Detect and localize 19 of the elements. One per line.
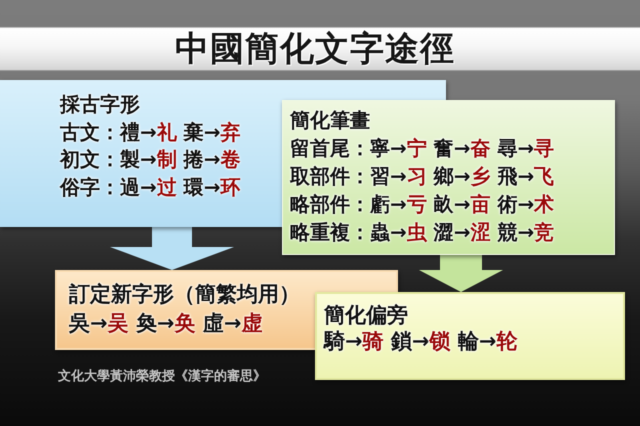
source-note: 文化大學黃沛榮教授《漢字的審思》 [58,369,266,385]
example-line: 騎→骑 鎖→锁 輪→轮 [324,328,518,354]
example-line: 略重複：蟲→虫 澀→涩 競→竞 [290,219,554,246]
example-line: 吳→吴 奐→奂 虛→虚 [69,310,262,337]
arrow [419,255,503,292]
box-heading: 採古字形 [60,91,140,118]
info-box [282,100,615,255]
example-line: 取部件：習→习 鄉→乡 飛→飞 [290,163,554,190]
title: 中國簡化文字途徑 [175,28,455,71]
example-line: 古文：禮→礼 棄→弃 [60,118,240,146]
box-heading: 訂定新字形（簡繁均用） [69,281,300,308]
example-line: 略部件：虧→亏 畝→亩 術→术 [290,191,554,218]
box-heading: 簡化筆畫 [290,107,370,134]
arrow [110,227,234,270]
example-line: 初文：製→制 捲→卷 [60,146,240,173]
box-heading: 簡化偏旁 [324,302,408,328]
example-line: 留首尾：寧→宁 奮→奋 尋→寻 [290,135,554,162]
example-line: 俗字：過→过 環→环 [60,174,240,200]
info-box [315,292,625,380]
